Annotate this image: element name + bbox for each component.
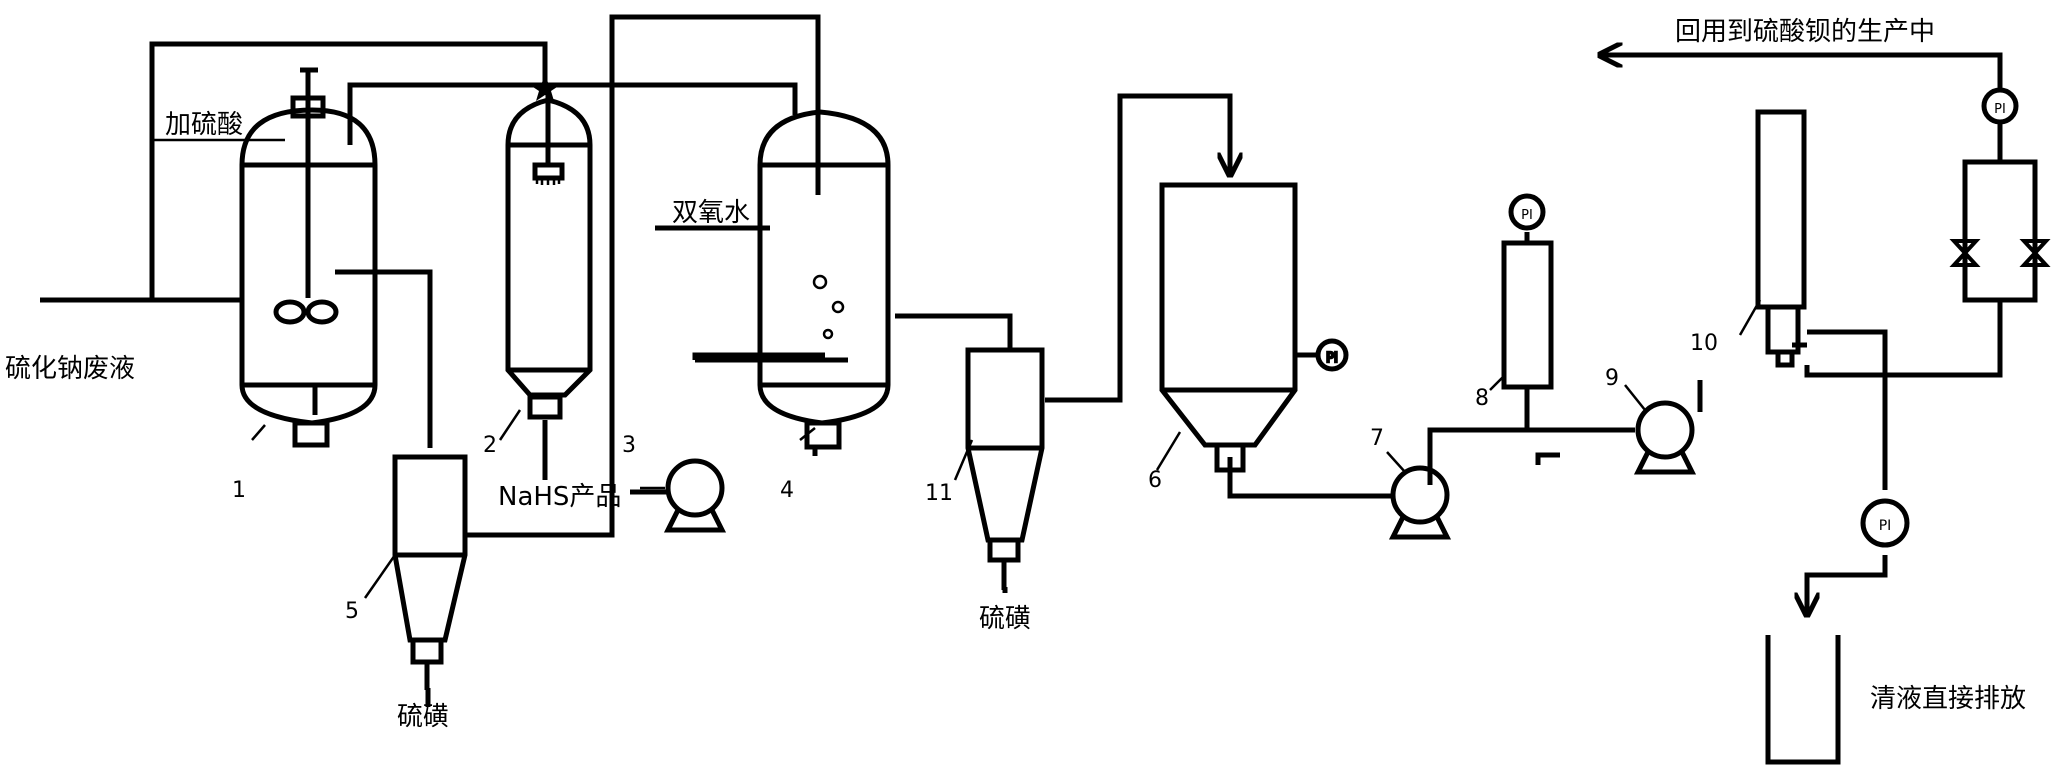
valve-bypass-loop bbox=[1962, 159, 2038, 303]
acid-label: 加硫酸 bbox=[165, 110, 243, 140]
equipment-number-10: 10 bbox=[1690, 331, 1718, 356]
gauge-symbol: PI bbox=[1879, 518, 1892, 534]
sulfur-label-11: 硫磺 bbox=[979, 604, 1031, 634]
reactor-1 bbox=[239, 67, 378, 448]
gauge-symbol: PI bbox=[1994, 102, 2006, 117]
feed-label: 硫化钠废液 bbox=[5, 354, 135, 384]
peroxide-label: 双氧水 bbox=[672, 198, 750, 228]
equipment-number-4: 4 bbox=[780, 478, 794, 503]
discharge-basin bbox=[1765, 635, 1841, 765]
nahs-product-label: NaHS产品 bbox=[498, 482, 621, 512]
equipment-number-5: 5 bbox=[345, 599, 359, 624]
settling-tank-6 bbox=[1159, 182, 1318, 496]
sulfur-label-5: 硫磺 bbox=[397, 702, 449, 732]
equipment-number-6: 6 bbox=[1148, 468, 1162, 493]
pump-3 bbox=[630, 458, 727, 533]
gauge-symbol: PI bbox=[1326, 351, 1338, 366]
filter-8 bbox=[1501, 232, 1554, 390]
pressure-gauge-recycle: PI bbox=[1981, 87, 2019, 125]
pressure-gauge-8: PI bbox=[1508, 193, 1546, 231]
valve-left-icon bbox=[1949, 239, 1981, 267]
equipment-number-9: 9 bbox=[1605, 366, 1619, 391]
equipment-number-2: 2 bbox=[483, 433, 497, 458]
oxidation-tank-4 bbox=[655, 109, 891, 450]
pressure-gauge-discharge: PI bbox=[1860, 498, 1910, 548]
cyclone-5 bbox=[392, 454, 468, 690]
recycle-label: 回用到硫酸钡的生产中 bbox=[1675, 17, 1935, 47]
cyclone-11 bbox=[965, 347, 1045, 590]
equipment-number-1: 1 bbox=[232, 478, 246, 503]
pump-9 bbox=[1633, 400, 1697, 475]
membrane-unit-10 bbox=[1755, 109, 1807, 368]
gauge-symbol: PI bbox=[1521, 208, 1533, 223]
leader-lines bbox=[150, 138, 1762, 599]
equipment-number-3: 3 bbox=[622, 433, 636, 458]
equipment-number-8: 8 bbox=[1475, 386, 1489, 411]
equipment-number-11: 11 bbox=[925, 481, 953, 506]
discharge-label: 清液直接排放 bbox=[1870, 684, 2026, 714]
spray-nozzle-icon bbox=[530, 75, 560, 101]
pressure-gauge-6: PI bbox=[1315, 338, 1349, 372]
absorber-2 bbox=[505, 85, 593, 420]
pump-7 bbox=[1388, 465, 1452, 540]
equipment-number-7: 7 bbox=[1370, 426, 1384, 451]
valve-right-icon bbox=[2019, 239, 2051, 267]
